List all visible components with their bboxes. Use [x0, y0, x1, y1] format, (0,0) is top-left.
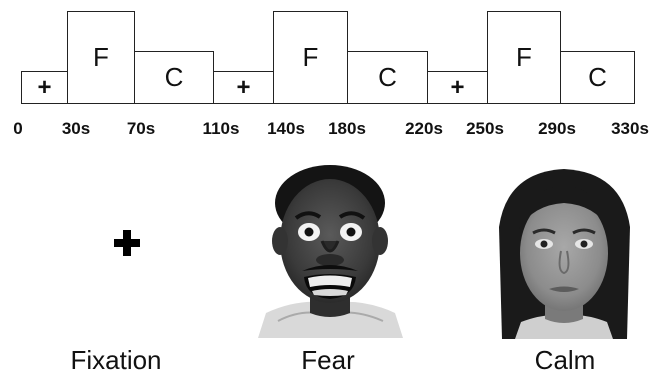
fixation-cross-icon [114, 230, 140, 256]
block-label: F [302, 42, 319, 72]
time-tick: 250s [466, 119, 504, 138]
block-label: + [236, 73, 251, 101]
time-tick: 110s [202, 119, 240, 138]
block-calm-1: C [134, 51, 214, 104]
block-fear-3: F [487, 11, 561, 104]
block-fear-1: F [67, 11, 135, 104]
block-fixation-1: + [21, 71, 68, 104]
calm-face-image [499, 169, 630, 339]
block-label: C [378, 62, 397, 92]
block-label: + [450, 73, 465, 101]
calm-label: Calm [534, 345, 596, 375]
time-tick: 140s [267, 119, 305, 138]
fixation-label: Fixation [70, 345, 162, 375]
block-label: F [516, 42, 532, 72]
block-design-timeline: + F C + F C + F C 0 30s 70s 110s 140s 18… [0, 0, 668, 150]
time-tick: 30s [61, 119, 91, 138]
fear-label: Fear [301, 345, 355, 375]
time-tick: 0 [13, 119, 23, 138]
fear-face-image [258, 165, 403, 338]
block-fear-2: F [273, 11, 348, 104]
block-label: F [93, 42, 109, 72]
block-fixation-2: + [213, 71, 274, 104]
time-tick: 220s [405, 119, 443, 138]
block-fixation-3: + [427, 71, 488, 104]
time-tick: 290s [538, 119, 576, 138]
block-calm-3: C [560, 51, 635, 104]
time-tick: 70s [126, 119, 156, 138]
block-label: + [37, 73, 52, 101]
block-label: C [164, 62, 184, 92]
time-tick: 180s [328, 119, 366, 138]
block-calm-2: C [347, 51, 428, 104]
block-label: C [588, 62, 607, 92]
time-tick: 330s [611, 119, 649, 138]
